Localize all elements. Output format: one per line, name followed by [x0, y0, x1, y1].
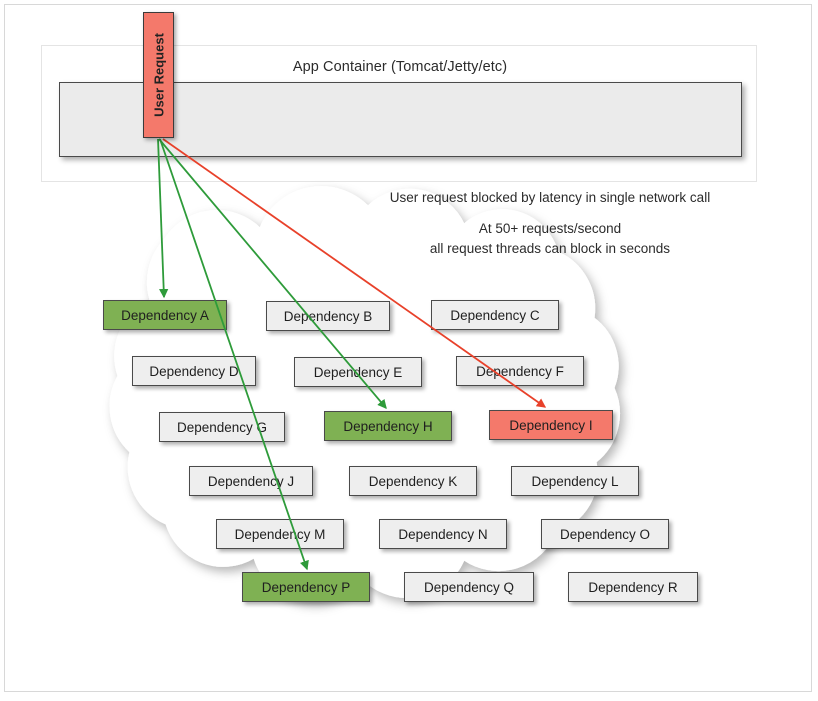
annotation-text: User request blocked by latency in singl… — [330, 188, 770, 259]
dependency-box-r[interactable]: Dependency R — [568, 572, 698, 602]
dependency-box-f[interactable]: Dependency F — [456, 356, 584, 386]
dependency-box-c[interactable]: Dependency C — [431, 300, 559, 330]
dependency-box-m[interactable]: Dependency M — [216, 519, 344, 549]
dependency-box-o[interactable]: Dependency O — [541, 519, 669, 549]
dependency-box-b[interactable]: Dependency B — [266, 301, 390, 331]
dependency-box-q[interactable]: Dependency Q — [404, 572, 534, 602]
annotation-line-3: all request threads can block in seconds — [429, 241, 671, 256]
dependency-box-k[interactable]: Dependency K — [349, 466, 477, 496]
dependency-box-p[interactable]: Dependency P — [242, 572, 370, 602]
dependency-box-j[interactable]: Dependency J — [189, 466, 313, 496]
annotation-line-1: User request blocked by latency in singl… — [389, 190, 711, 205]
dependency-box-i[interactable]: Dependency I — [489, 410, 613, 440]
dependency-box-l[interactable]: Dependency L — [511, 466, 639, 496]
user-request-label: User Request — [151, 33, 166, 117]
app-container-title: App Container (Tomcat/Jetty/etc) — [292, 59, 508, 75]
user-request-box: User Request — [143, 12, 174, 138]
dependency-box-n[interactable]: Dependency N — [379, 519, 507, 549]
dependency-box-a[interactable]: Dependency A — [103, 300, 227, 330]
annotation-spacer — [330, 208, 770, 219]
annotation-line-2: At 50+ requests/second — [478, 221, 622, 236]
dependency-box-g[interactable]: Dependency G — [159, 412, 285, 442]
dependency-box-e[interactable]: Dependency E — [294, 357, 422, 387]
dependency-box-h[interactable]: Dependency H — [324, 411, 452, 441]
dependency-box-d[interactable]: Dependency D — [132, 356, 256, 386]
